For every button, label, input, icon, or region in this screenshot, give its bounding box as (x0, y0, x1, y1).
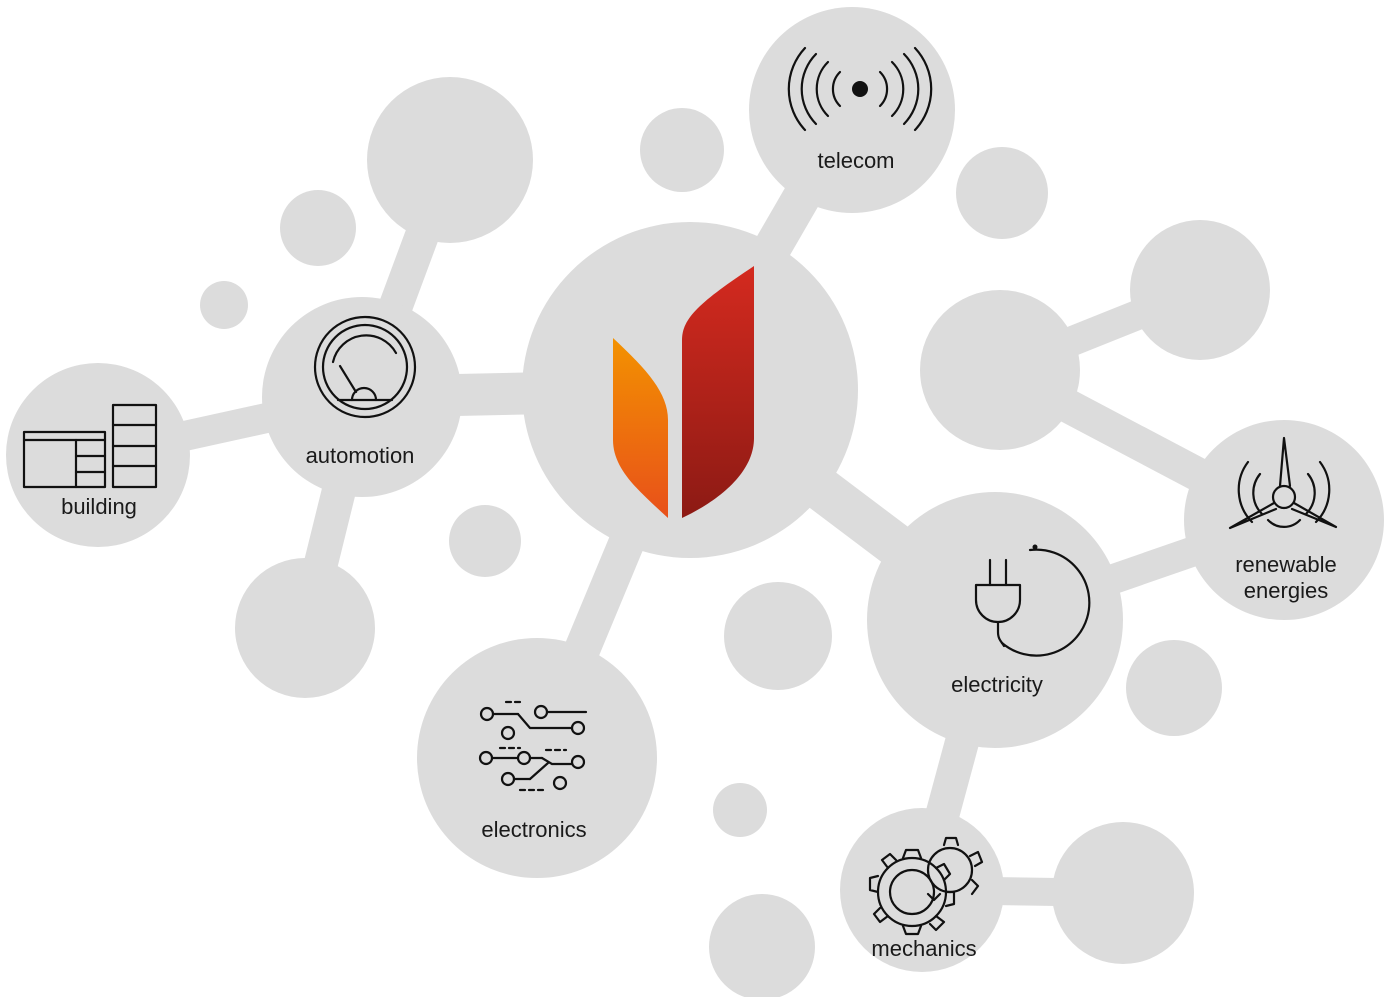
decor-bubble (235, 558, 375, 698)
decor-bubble (920, 290, 1080, 450)
decor-bubble (713, 783, 767, 837)
logo-right-leaf (682, 266, 754, 518)
mechanics-bubble (840, 808, 1004, 972)
building-label: building (61, 494, 137, 519)
electricity-label: electricity (951, 672, 1043, 697)
decor-bubble (1126, 640, 1222, 736)
decor-bubble (1130, 220, 1270, 360)
telecom-bubble (749, 7, 955, 213)
power-plug-icon (974, 544, 1091, 657)
logo-left-leaf (613, 338, 668, 518)
decor-bubble (449, 505, 521, 577)
circuit-icon (478, 700, 588, 792)
bubbles (6, 7, 1384, 997)
buildings-icon (22, 403, 158, 489)
electricity-bubble (867, 492, 1123, 748)
mechanics-label: mechanics (871, 936, 976, 961)
decor-bubble (640, 108, 724, 192)
renewable-label-line1: renewable (1235, 552, 1337, 577)
decor-bubble (724, 582, 832, 690)
renewable-bubble (1184, 420, 1384, 620)
decor-bubble (956, 147, 1048, 239)
electronics-label: electronics (481, 817, 586, 842)
telecom-label: telecom (817, 148, 894, 173)
broadcast-antenna-icon (787, 46, 933, 132)
decor-bubble (367, 77, 533, 243)
decor-bubble (280, 190, 356, 266)
leaf-shield-logo (613, 266, 754, 518)
wind-turbine-icon (1228, 436, 1338, 530)
decor-bubble (709, 894, 815, 997)
decor-bubble (200, 281, 248, 329)
renewable-label-line2: energies (1244, 578, 1328, 603)
gears-icon (868, 836, 984, 936)
automotion-label: automotion (306, 443, 415, 468)
gauge-meter-icon (313, 315, 417, 419)
decor-bubble (1052, 822, 1194, 964)
node-labels: telecom automotion building electronics … (61, 148, 1337, 961)
